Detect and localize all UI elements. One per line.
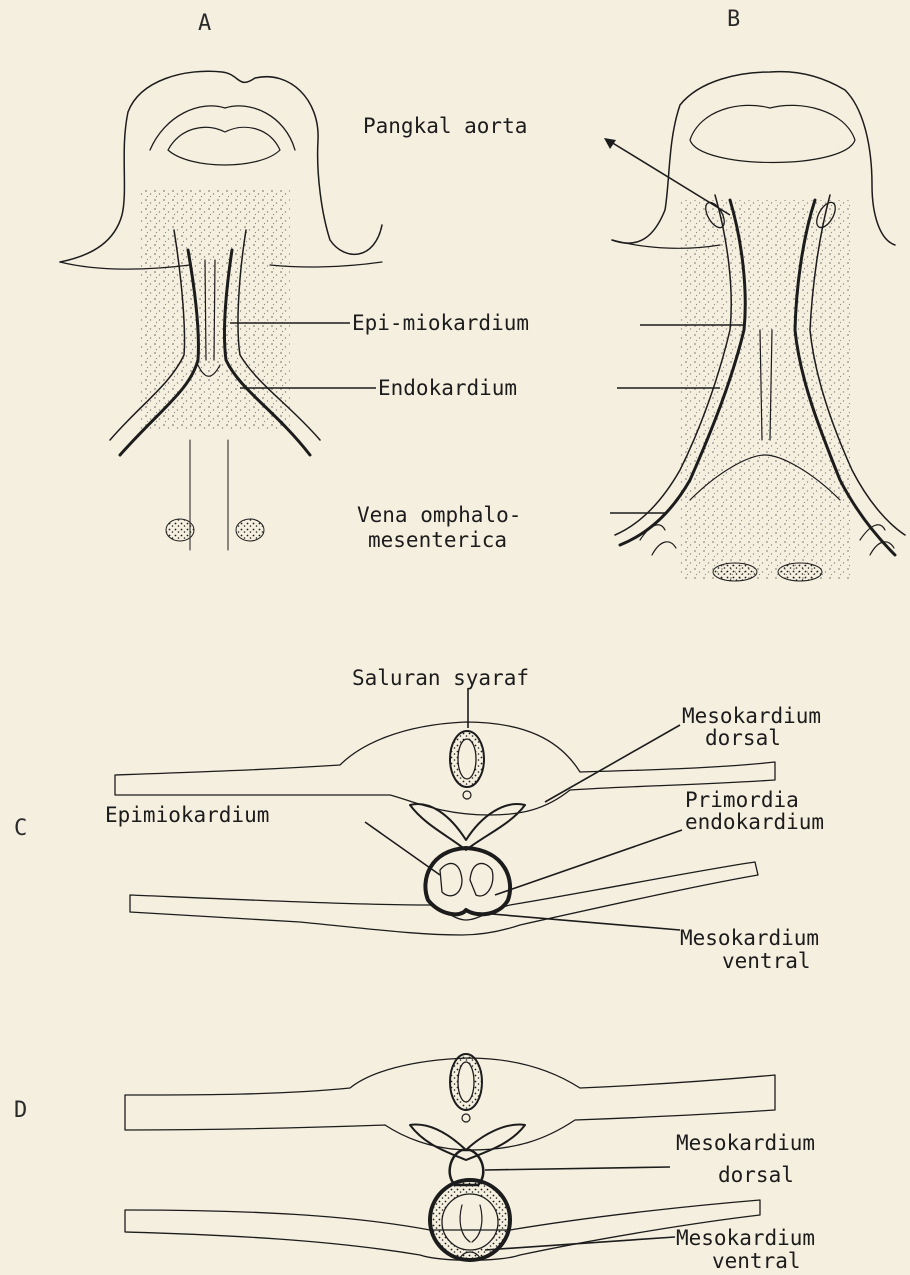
label-pangkal-aorta: Pangkal aorta	[363, 114, 527, 138]
label-vena-line1: Vena omphalo-	[357, 503, 521, 527]
label-mesokardium-dorsal-d-2: dorsal	[718, 1163, 794, 1187]
label-mesokardium-dorsal-c-1: Mesokardium	[682, 704, 821, 728]
panel-b-drawing	[612, 72, 905, 581]
label-primordia-2: endokardium	[685, 810, 824, 834]
label-mesokardium-ventral-c-1: Mesokardium	[680, 926, 819, 950]
label-vena-line2: mesenterica	[368, 528, 507, 552]
label-primordia-1: Primordia	[685, 788, 799, 812]
panel-label-a: A	[198, 11, 211, 36]
panel-a-drawing	[60, 71, 382, 550]
label-mesokardium-dorsal-d-1: Mesokardium	[676, 1131, 815, 1155]
label-mesokardium-dorsal-c-2: dorsal	[705, 726, 781, 750]
label-epimiokardium: Epimiokardium	[105, 803, 269, 827]
label-endokardium: Endokardium	[378, 376, 517, 400]
label-saluran-syaraf: Saluran syaraf	[352, 666, 529, 690]
panel-label-c: C	[14, 816, 27, 841]
panel-label-b: B	[727, 7, 740, 32]
label-epi-miokardium: Epi-miokardium	[352, 311, 529, 335]
panel-c-drawing	[115, 722, 775, 935]
panel-label-d: D	[14, 1098, 27, 1123]
label-mesokardium-ventral-d-2: ventral	[712, 1249, 801, 1273]
label-mesokardium-ventral-d-1: Mesokardium	[676, 1226, 815, 1250]
label-mesokardium-ventral-c-2: ventral	[722, 949, 811, 973]
